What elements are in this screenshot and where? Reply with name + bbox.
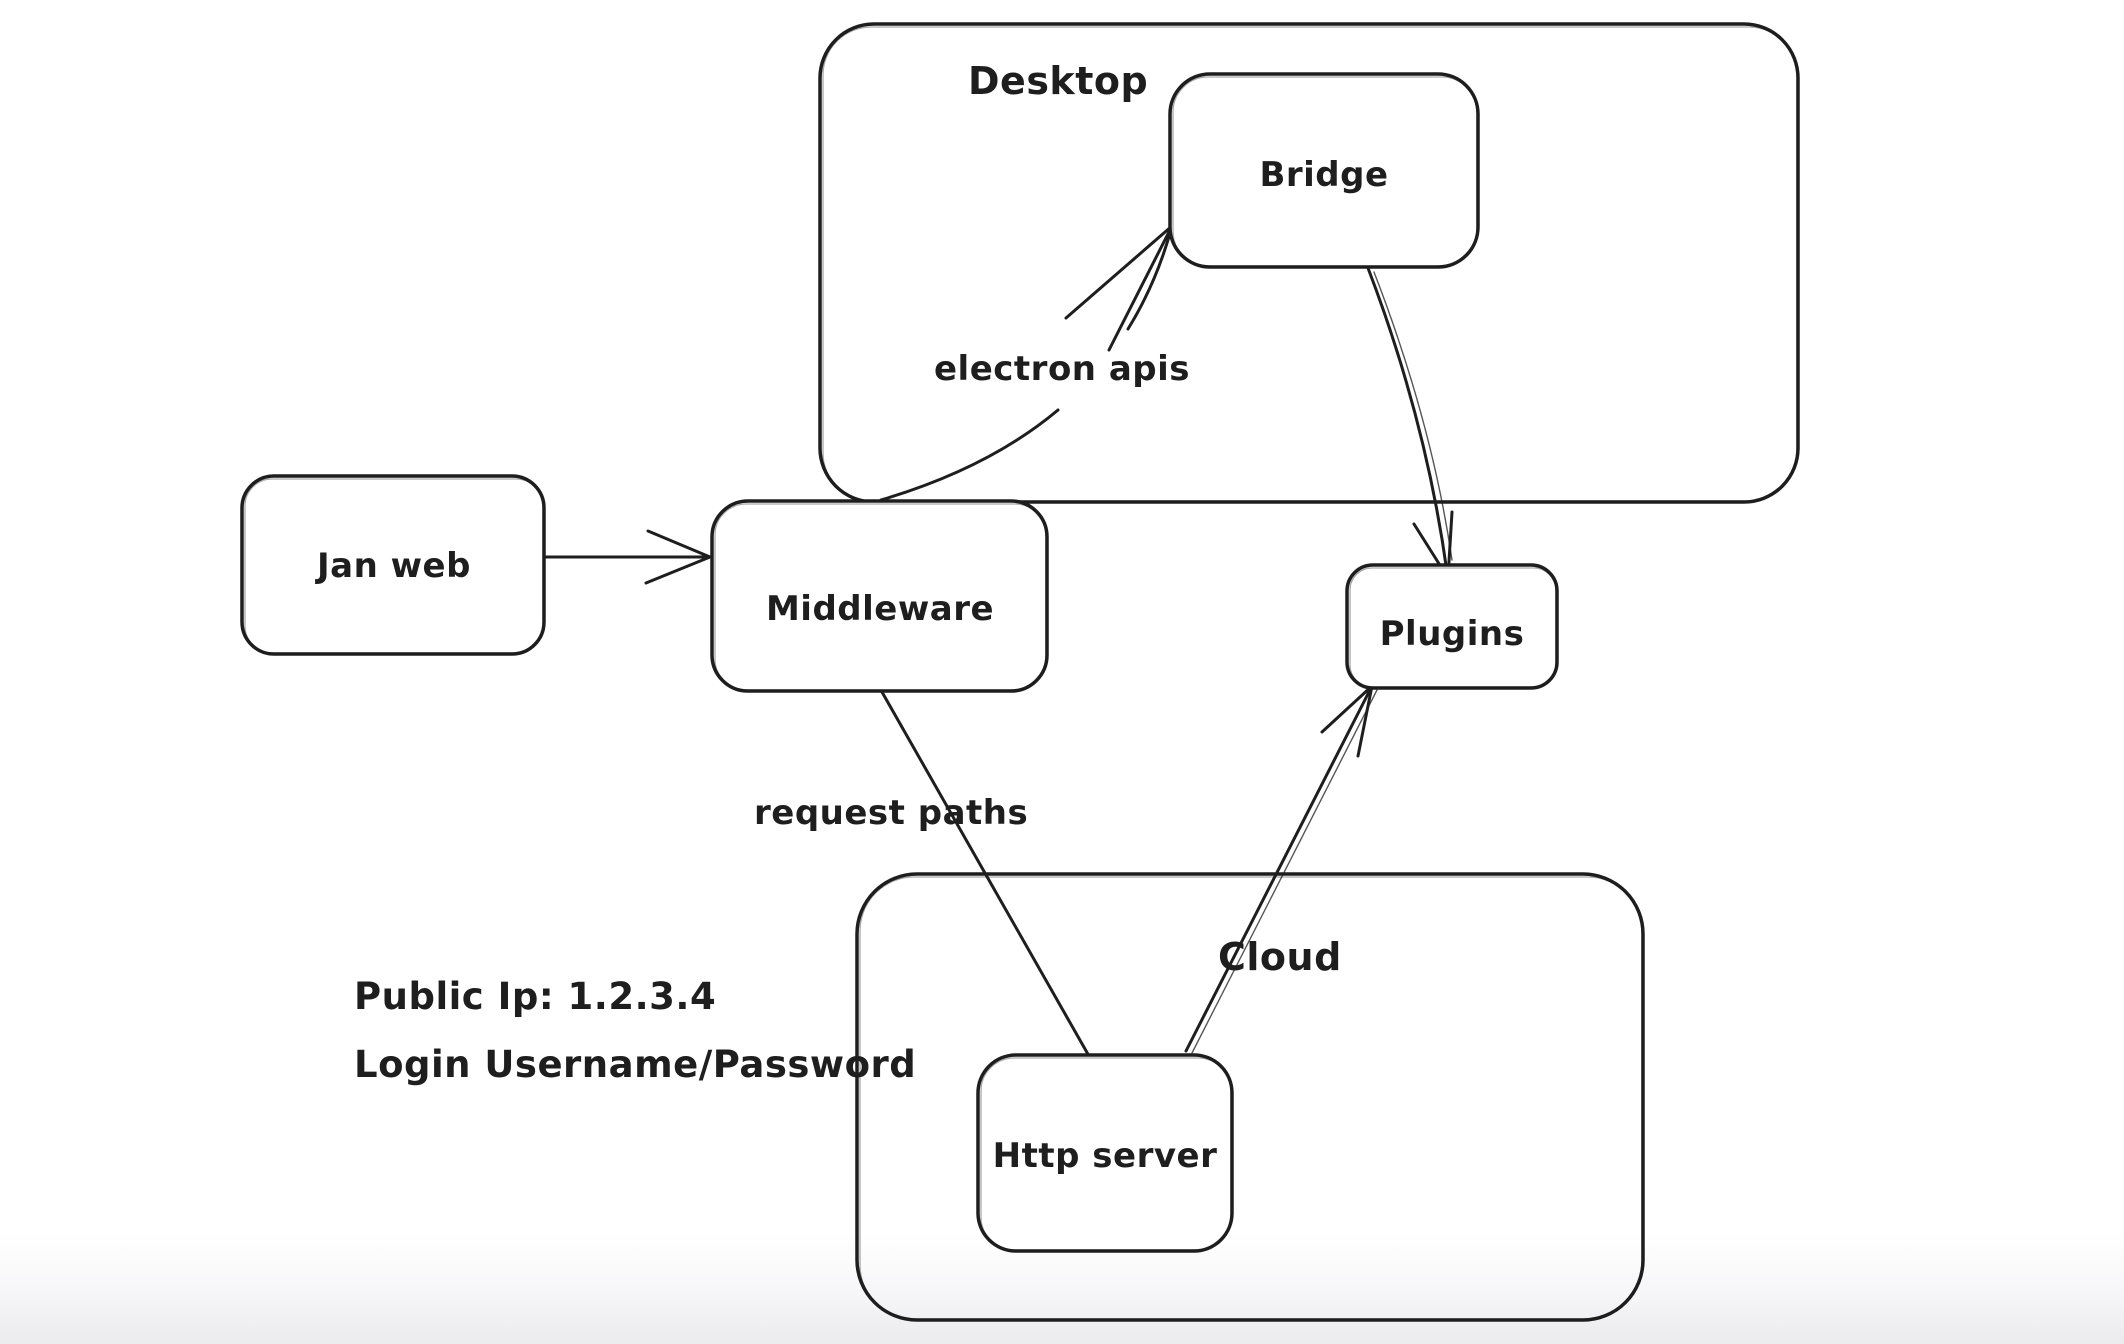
middleware-box-sketch	[714, 503, 1047, 691]
plugins-box-sketch	[1349, 567, 1557, 688]
edge-middleware-bridge-label: electron apis	[934, 349, 1190, 389]
edge-middleware-bridge-line	[879, 408, 1060, 502]
cloud-container-box[interactable]	[855, 872, 1645, 1322]
middleware-label: Middleware	[766, 589, 994, 629]
desktop-container-box-sketch	[822, 26, 1798, 502]
http-server-box-sketch	[980, 1057, 1232, 1251]
jan-web-label: Jan web	[315, 546, 471, 586]
edge-bridge-plugins-line-sketch	[1373, 271, 1453, 561]
edge-httpserver-plugins-line-sketch	[1191, 689, 1378, 1054]
edge-middleware-httpserver-line	[880, 690, 1091, 1058]
cloud-container-box-sketch	[859, 876, 1643, 1320]
http-server-label: Http server	[993, 1136, 1218, 1176]
edge-httpserver-plugins-arrowhead-icon	[1320, 684, 1374, 734]
node-middleware[interactable]: Middleware	[710, 499, 1049, 693]
container-cloud[interactable]: Cloud	[855, 872, 1645, 1322]
edge-httpserver-plugins[interactable]	[1184, 684, 1378, 1054]
node-bridge[interactable]: Bridge	[1168, 72, 1480, 269]
login-text: Login Username/Password	[354, 1043, 916, 1086]
middleware-box[interactable]	[710, 499, 1049, 693]
bridge-box[interactable]	[1168, 72, 1480, 269]
jan-web-box-sketch	[244, 478, 544, 654]
edge-middleware-bridge-arrowhead-icon	[1107, 224, 1174, 352]
bridge-box-sketch	[1172, 76, 1478, 267]
edge-janweb-middleware[interactable]	[542, 529, 712, 585]
node-plugins[interactable]: Plugins	[1345, 563, 1559, 690]
edge-janweb-middleware-arrowhead-icon	[646, 529, 712, 559]
desktop-container-box[interactable]	[818, 22, 1800, 504]
edge-httpserver-plugins-line	[1184, 684, 1374, 1053]
edge-middleware-httpserver-label: request paths	[754, 793, 1028, 833]
plugins-box[interactable]	[1345, 563, 1559, 690]
desktop-container-label: Desktop	[968, 59, 1148, 103]
public-ip-text: Public Ip: 1.2.3.4	[354, 975, 716, 1018]
edge-middleware-httpserver[interactable]: request paths	[754, 690, 1091, 1058]
edge-bridge-plugins-line	[1366, 266, 1449, 574]
edge-bridge-plugins[interactable]	[1366, 266, 1454, 580]
edge-middleware-bridge[interactable]: electron apis	[879, 224, 1190, 502]
plugins-label: Plugins	[1380, 614, 1525, 654]
http-server-box[interactable]	[976, 1053, 1234, 1253]
node-jan-web[interactable]: Jan web	[240, 474, 546, 656]
container-desktop[interactable]: Desktop	[818, 22, 1800, 504]
edge-httpserver-plugins-arrowhead-icon	[1356, 684, 1374, 758]
node-http-server[interactable]: Http server	[976, 1053, 1234, 1253]
bridge-label: Bridge	[1259, 155, 1388, 195]
edge-middleware-bridge-arrowhead-icon	[1064, 224, 1174, 320]
edge-middleware-bridge-line	[1126, 224, 1174, 331]
jan-web-box[interactable]	[240, 474, 546, 656]
annotation-credentials[interactable]: Public Ip: 1.2.3.4 Login Username/Passwo…	[354, 975, 916, 1086]
cloud-container-label: Cloud	[1218, 935, 1342, 979]
edge-janweb-middleware-arrowhead-icon	[644, 555, 712, 585]
